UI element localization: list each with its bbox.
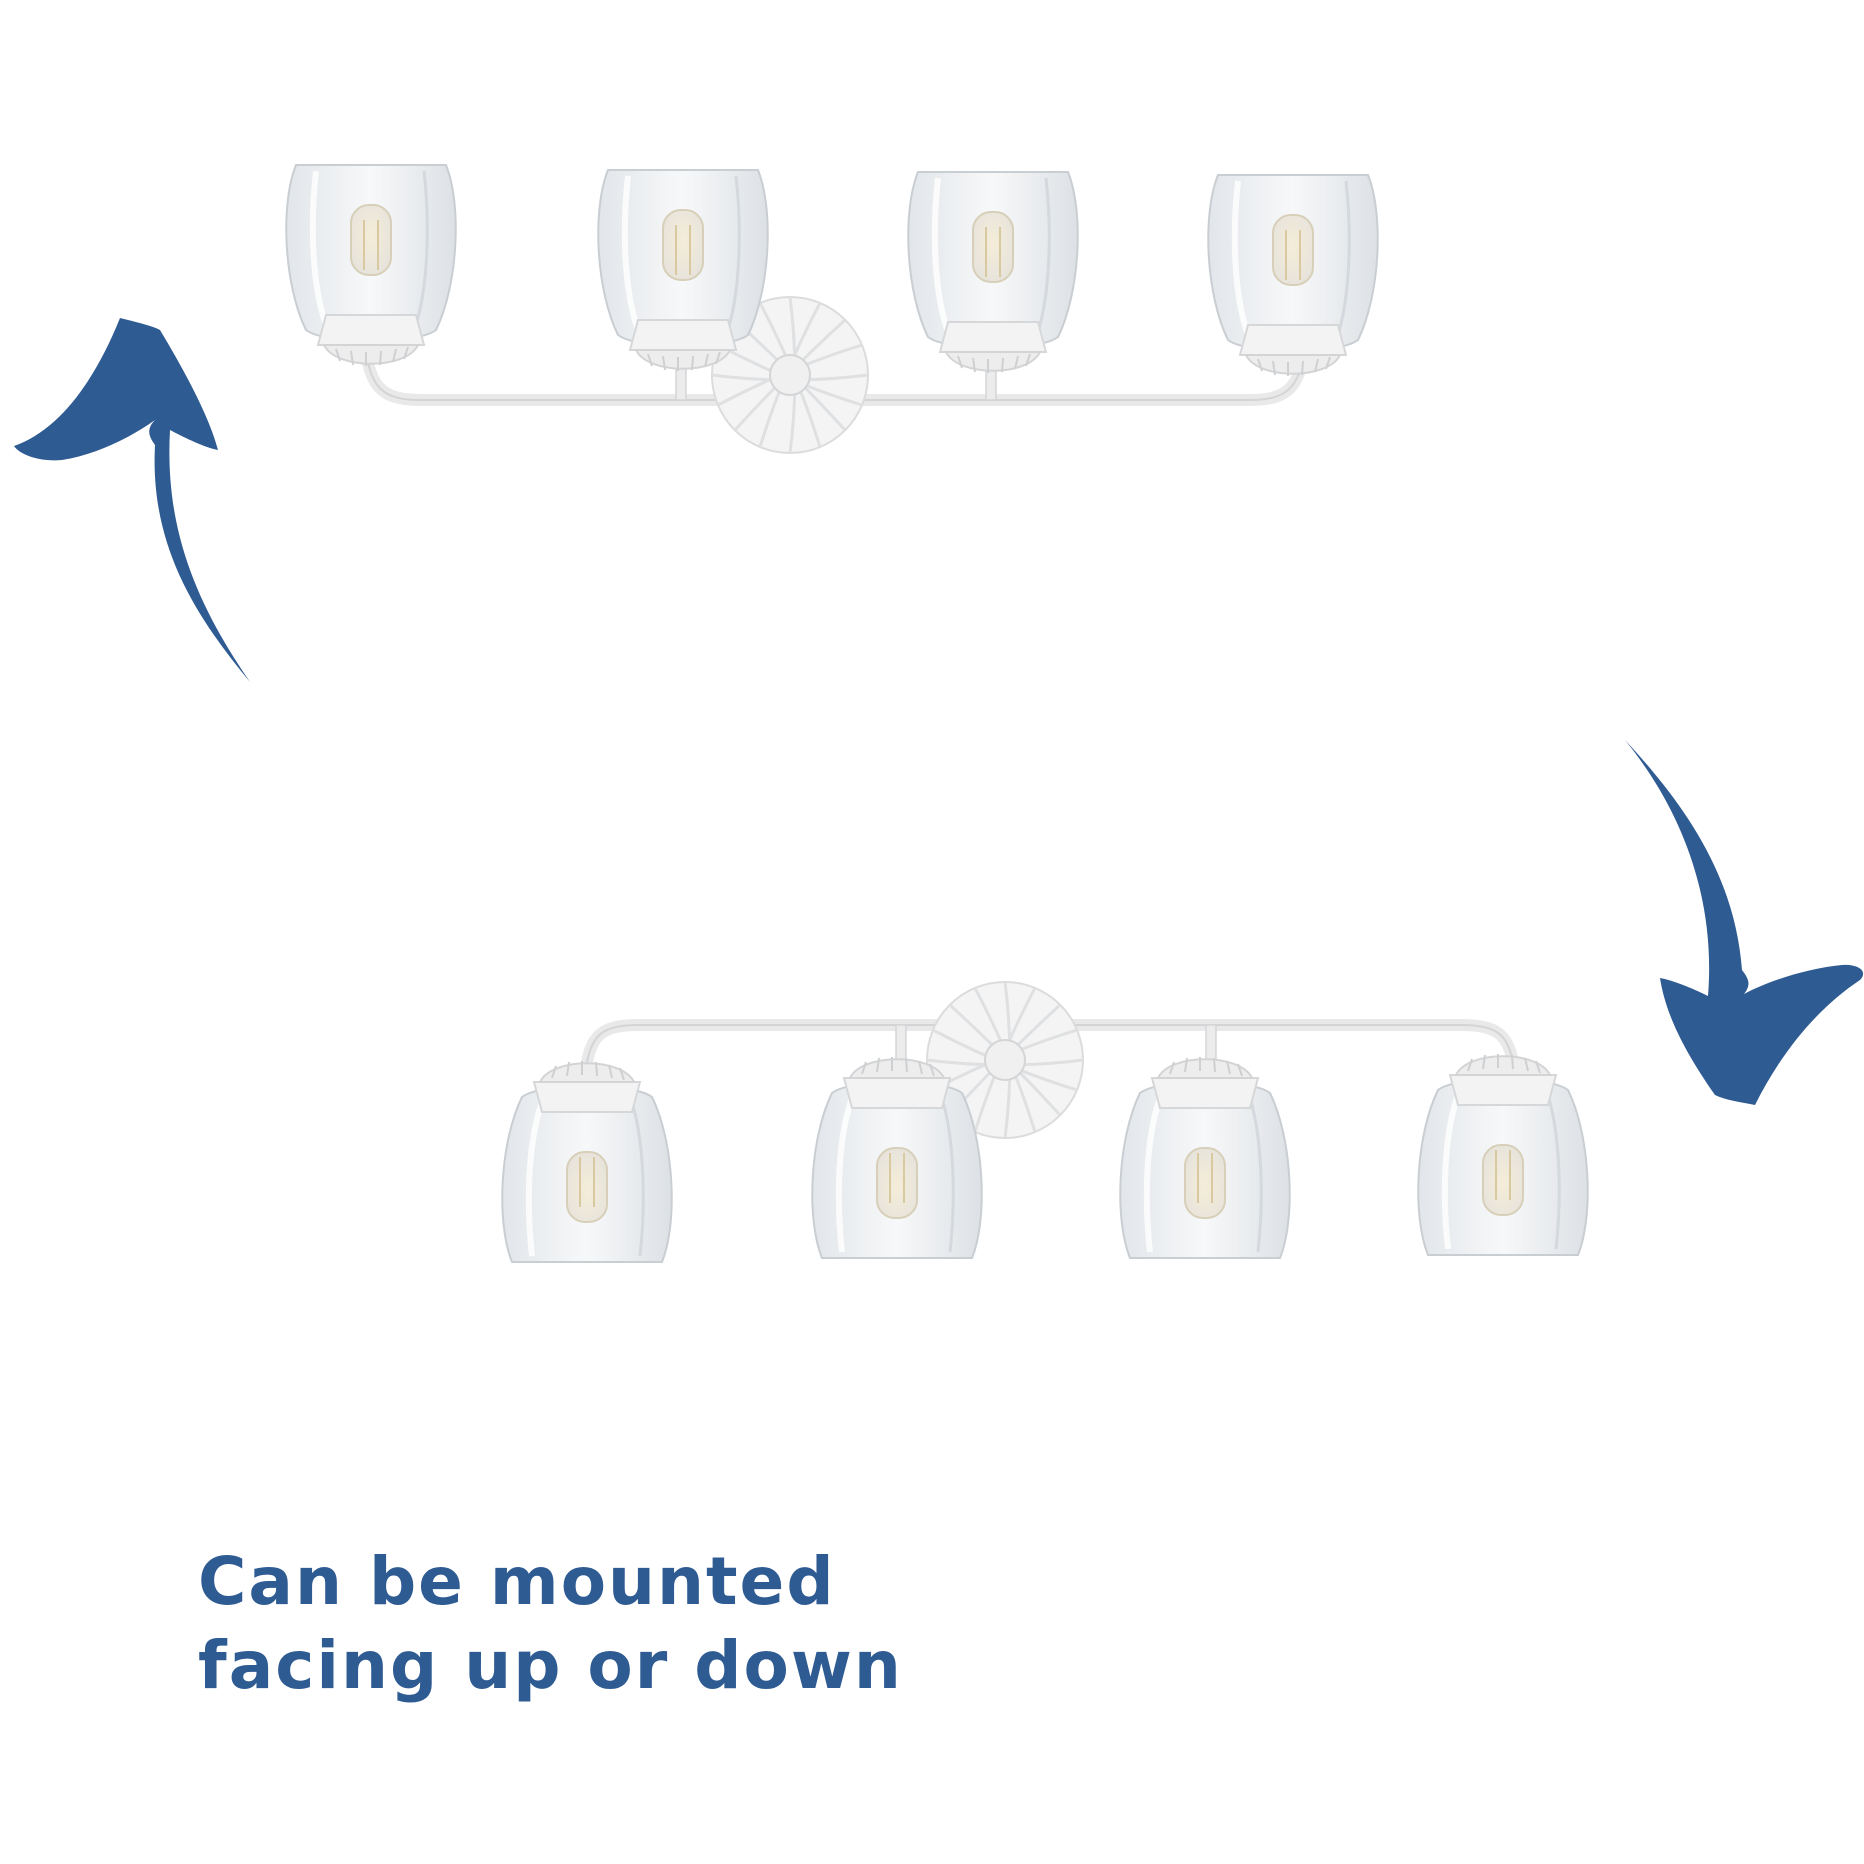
glass-shade	[1418, 1054, 1587, 1255]
fixture-facing-down	[502, 980, 1587, 1262]
curved-arrow-up-icon	[14, 318, 250, 682]
glass-shade	[502, 1061, 671, 1262]
curved-arrow-down-icon	[1625, 740, 1864, 1105]
caption-line-1: Can be mounted	[198, 1543, 836, 1620]
caption-line-2: facing up or down	[198, 1627, 903, 1704]
glass-shade	[908, 172, 1077, 373]
glass-shade	[1120, 1057, 1289, 1258]
glass-shade	[1208, 175, 1377, 376]
fixture-facing-up	[286, 165, 1377, 455]
mounting-caption: Can be mounted facing up or down	[198, 1540, 1198, 1708]
glass-shade	[286, 165, 455, 366]
